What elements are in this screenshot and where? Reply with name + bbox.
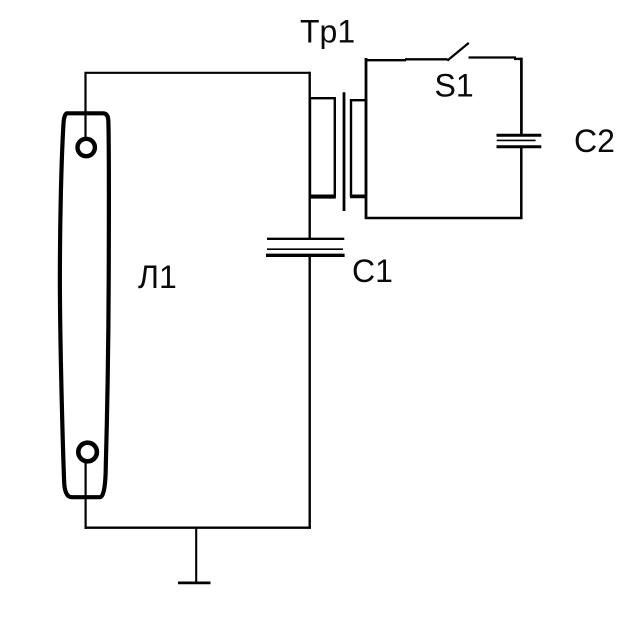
svg-text:C1: C1	[352, 253, 393, 289]
svg-text:S1: S1	[435, 68, 474, 104]
svg-text:Tp1: Tp1	[300, 13, 355, 49]
svg-text:Л1: Л1	[138, 259, 177, 295]
svg-text:C2: C2	[574, 123, 615, 159]
